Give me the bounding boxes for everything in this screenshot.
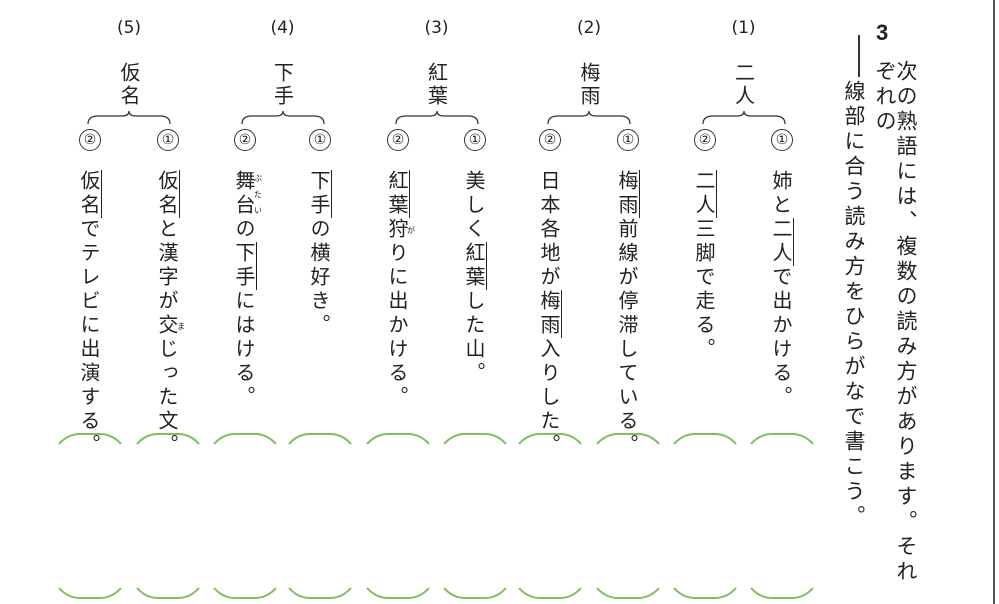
- sentence-text: 姉と: [769, 170, 793, 218]
- example-sentence: 梅雨前線が停滞している。: [615, 170, 640, 458]
- sentence-text: 三脚で走る。: [692, 218, 716, 362]
- sentence-text: りに出かける。: [385, 242, 409, 410]
- ruby-base: 交: [155, 314, 179, 338]
- answer-box[interactable]: [136, 433, 200, 599]
- sentence-text: の: [232, 218, 256, 242]
- item-word: 梅雨: [577, 62, 601, 108]
- page-border: [993, 0, 995, 604]
- sentence-text: 入りした。: [537, 338, 561, 458]
- item-number: (5): [116, 18, 142, 38]
- example-sentence: 舞台ぶたいの下手にはける。: [232, 170, 263, 410]
- item-word: 二人: [731, 62, 756, 108]
- sentence-text: でテレビに出演する。: [77, 218, 101, 458]
- underlined-word: 仮名: [77, 170, 102, 218]
- item-word: 下手: [270, 62, 295, 108]
- underlined-word: 下手: [307, 170, 332, 218]
- ruby-base: 舞台: [232, 170, 256, 218]
- example-sentence: 下手の横好き。: [307, 170, 332, 338]
- ruby-reading: ま: [176, 314, 186, 338]
- circled-number: ①: [157, 129, 179, 151]
- answer-box[interactable]: [596, 433, 660, 599]
- example-sentence: 仮名でテレビに出演する。: [77, 170, 102, 458]
- brace-icon: [547, 110, 631, 125]
- sentence-text: 日本各地が: [537, 170, 561, 290]
- underlined-word: 紅葉: [462, 242, 487, 290]
- brace-icon: [701, 110, 786, 125]
- sentence-text: にはける。: [232, 290, 256, 410]
- underlined-word: 仮名: [155, 170, 180, 218]
- item-number: (2): [576, 18, 602, 38]
- instruction-line-2: 線部に合う読み方をひらがなで書こう。: [842, 80, 866, 530]
- underlined-word: 二人: [692, 170, 717, 218]
- ruby-word: 舞台ぶたい: [232, 170, 263, 218]
- circled-number: ①: [464, 129, 486, 151]
- example-sentence: 日本各地が梅雨入りした。: [537, 170, 562, 458]
- underlined-word: 紅葉: [385, 170, 410, 218]
- underlined-word: 下手: [232, 242, 257, 290]
- item-word: 紅葉: [424, 62, 449, 108]
- example-sentence: 姉と二人で出かける。: [769, 170, 794, 410]
- ruby-reading: が: [406, 218, 416, 242]
- example-sentence: 紅葉狩がりに出かける。: [385, 170, 416, 410]
- answer-box[interactable]: [288, 433, 352, 599]
- answer-box[interactable]: [443, 433, 507, 599]
- ruby-base: 狩: [385, 218, 409, 242]
- sentence-text: 前線が停滞している。: [615, 218, 639, 458]
- underline-dash: [858, 35, 860, 77]
- item-number: (4): [270, 18, 295, 38]
- circled-number: ②: [387, 129, 409, 151]
- item-word: 仮名: [117, 62, 141, 108]
- answer-box[interactable]: [518, 433, 582, 599]
- circled-number: ①: [617, 129, 639, 151]
- sentence-text: で出かける。: [769, 266, 793, 410]
- brace-icon: [240, 110, 325, 125]
- example-sentence: 美しく紅葉した山。: [462, 170, 487, 386]
- example-sentence: 仮名と漢字が交まじった文。: [155, 170, 186, 458]
- circled-number: ②: [234, 129, 256, 151]
- answer-box[interactable]: [750, 433, 814, 599]
- answer-box[interactable]: [58, 433, 122, 599]
- brace-icon: [394, 110, 479, 125]
- circled-number: ②: [539, 129, 561, 151]
- ruby-word: 交ま: [155, 314, 186, 338]
- sentence-text: じった文。: [155, 338, 179, 458]
- sentence-text: と漢字が: [155, 218, 179, 314]
- question-number: 3: [876, 20, 889, 45]
- underlined-word: 梅雨: [537, 290, 562, 338]
- answer-box[interactable]: [366, 433, 430, 599]
- ruby-reading: ぶたい: [253, 170, 263, 218]
- answer-box[interactable]: [213, 433, 277, 599]
- ruby-word: 狩が: [385, 218, 416, 242]
- circled-number: ①: [771, 129, 793, 151]
- circled-number: ①: [309, 129, 331, 151]
- item-number: (1): [731, 18, 756, 38]
- answer-box[interactable]: [673, 433, 737, 599]
- circled-number: ②: [79, 129, 101, 151]
- underlined-word: 二人: [769, 218, 794, 266]
- underlined-word: 梅雨: [615, 170, 640, 218]
- brace-icon: [87, 110, 171, 125]
- circled-number: ②: [694, 129, 716, 151]
- sentence-text: の横好き。: [307, 218, 331, 338]
- example-sentence: 二人三脚で走る。: [692, 170, 717, 362]
- item-number: (3): [424, 18, 449, 38]
- instruction-line-1: 次の熟語には、複数の読み方があります。それぞれの: [873, 60, 918, 585]
- sentence-text: 美しく: [462, 170, 486, 242]
- sentence-text: した山。: [462, 290, 486, 386]
